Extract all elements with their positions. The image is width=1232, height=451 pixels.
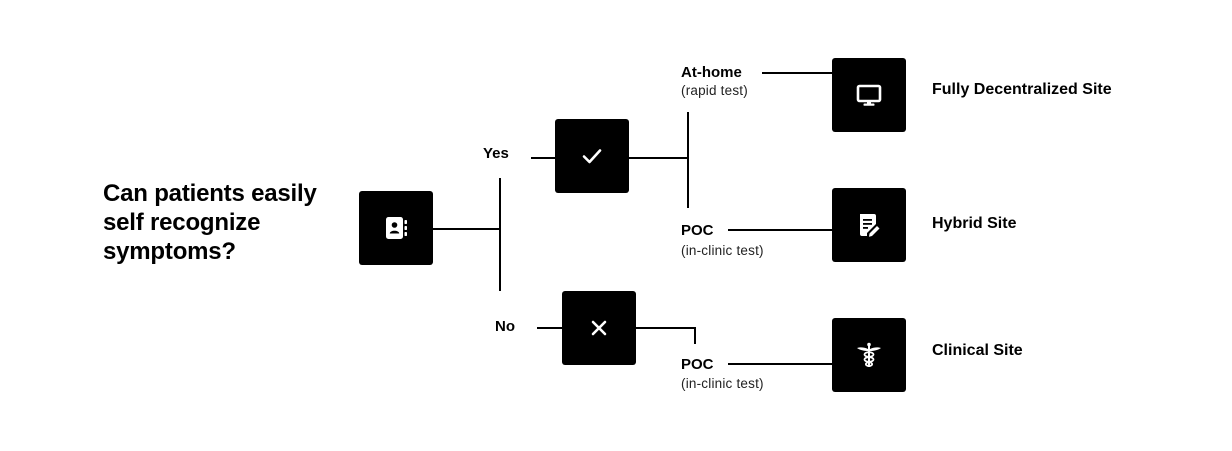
- caduceus-icon: [857, 342, 881, 367]
- connector-yes: [531, 157, 556, 159]
- question-text: Can patients easily self recognize sympt…: [103, 180, 317, 265]
- at-home-subtitle: (rapid test): [681, 83, 748, 98]
- at-home-title: At-home: [681, 64, 742, 81]
- connector-at-home: [762, 72, 833, 74]
- connector-yes-out: [629, 157, 688, 159]
- connector-question: [433, 228, 500, 230]
- contact-book-icon: [386, 217, 407, 239]
- poc-no-title: POC: [681, 356, 714, 373]
- connector-poc-no: [728, 363, 833, 365]
- poc-yes-subtitle: (in-clinic test): [681, 243, 764, 258]
- question-node: [359, 191, 433, 265]
- connector-no-down: [694, 327, 696, 344]
- connector-no: [537, 327, 563, 329]
- clinical-node: [832, 318, 906, 392]
- fully-decentralized-node: [832, 58, 906, 132]
- poc-yes-title: POC: [681, 222, 714, 239]
- poc-no-subtitle: (in-clinic test): [681, 376, 764, 391]
- hybrid-node: [832, 188, 906, 262]
- connector-poc-yes: [728, 229, 833, 231]
- yes-node: [555, 119, 629, 193]
- fully-decentralized-label: Fully Decentralized Site: [932, 81, 1112, 98]
- hybrid-label: Hybrid Site: [932, 215, 1017, 232]
- note-edit-icon: [860, 214, 880, 237]
- no-label: No: [495, 318, 515, 335]
- connector-split: [499, 178, 501, 291]
- close-icon: [591, 320, 607, 336]
- connector-no-out: [636, 327, 696, 329]
- monitor-icon: [856, 84, 882, 106]
- connector-yes-split: [687, 112, 689, 208]
- no-node: [562, 291, 636, 365]
- clinical-label: Clinical Site: [932, 342, 1023, 359]
- yes-label: Yes: [483, 145, 509, 162]
- checkmark-icon: [582, 149, 602, 164]
